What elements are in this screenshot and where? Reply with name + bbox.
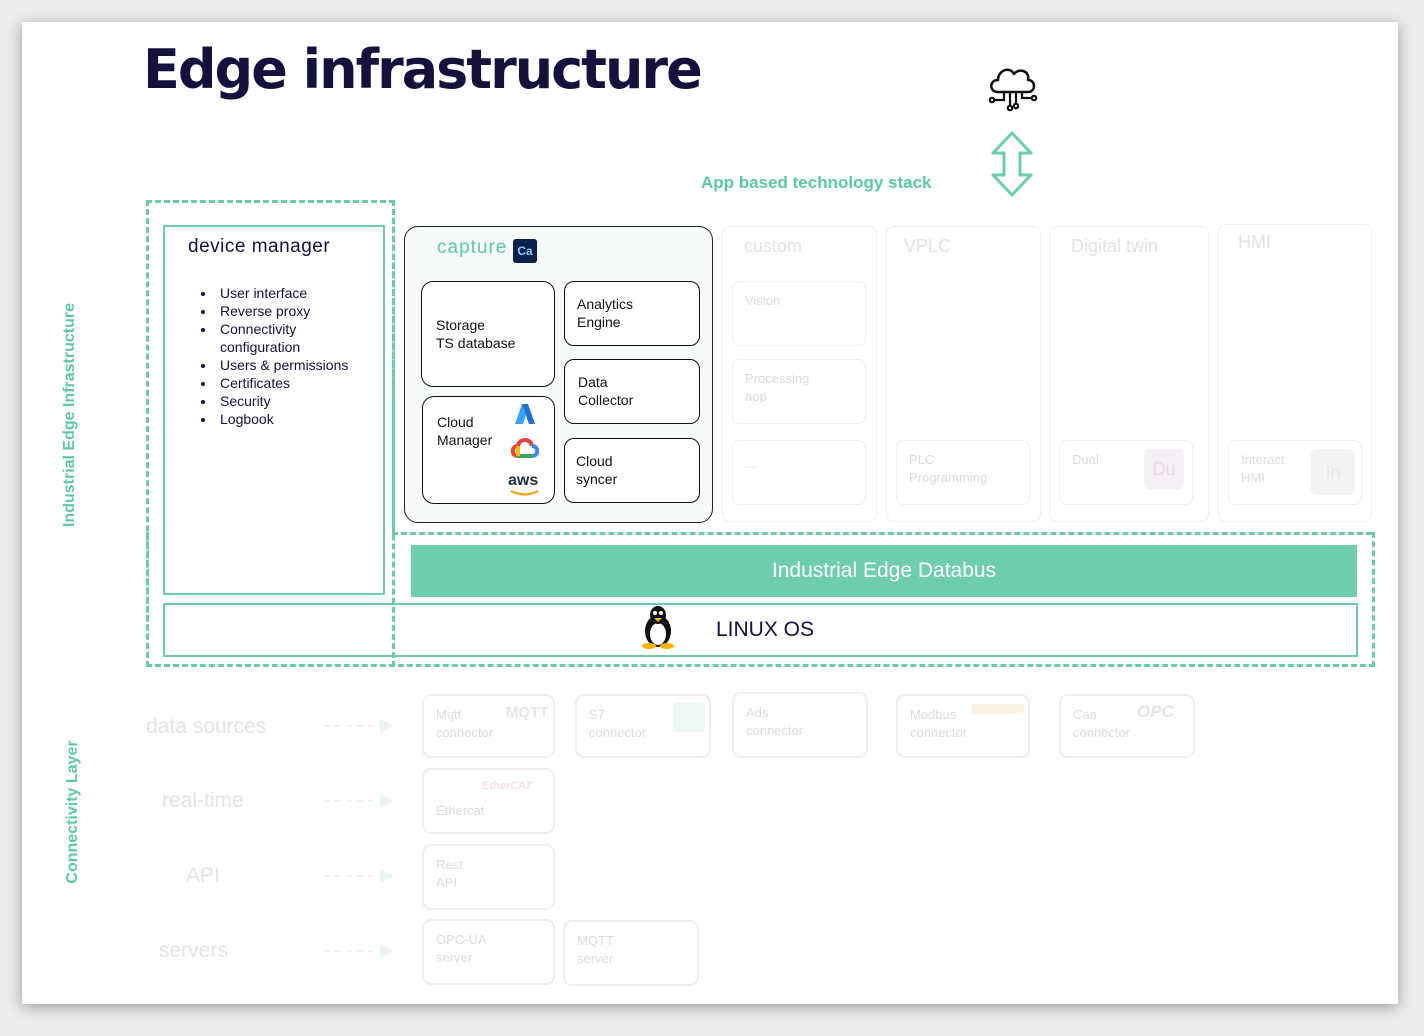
custom-panel — [722, 226, 877, 522]
mqtt-server-label: MQTT server — [577, 933, 614, 966]
mqtt-logo: MQTT — [506, 704, 549, 721]
aws-smile-icon — [510, 490, 539, 496]
modbus-connector-label: Modbus connector — [910, 707, 968, 740]
infrastructure-outline-mid — [392, 532, 1372, 535]
row-label-data-sources: data sources — [146, 715, 267, 738]
capture-title: capture — [437, 237, 508, 258]
interact-label: Interact HMI — [1241, 452, 1285, 485]
row-label-real-time: real-time — [162, 789, 244, 812]
digital-twin-panel — [1049, 226, 1209, 522]
vision-card: Vision — [732, 281, 866, 346]
plc-card: PLC Programming — [896, 440, 1030, 505]
s7-icon — [673, 702, 705, 732]
hmi-panel — [1218, 224, 1372, 522]
more-label: ... — [745, 456, 756, 471]
page-title: Edge infrastructure — [143, 38, 703, 101]
cloud-manager-label: Cloud Manager — [437, 414, 493, 448]
opcua-server-card: OPC-UA server — [422, 919, 555, 985]
mqtt-connector-label: Mqtt connector — [436, 707, 494, 740]
device-manager-title: device manager — [188, 236, 331, 257]
cloud-syncer-card: Cloud syncer — [564, 438, 700, 503]
vplc-panel — [886, 226, 1041, 522]
databus-bar: Industrial Edge Databus — [411, 545, 1357, 597]
s7-connector-card: S7 connector — [575, 694, 711, 758]
processing-card: Processing app — [732, 359, 866, 424]
device-manager-list: User interface Reverse proxy Connectivit… — [184, 284, 366, 428]
analytics-card: Analytics Engine — [564, 281, 700, 346]
can-connector-label: Can connector — [1073, 707, 1131, 740]
processing-label: Processing app — [745, 371, 810, 404]
azure-icon — [515, 404, 535, 424]
list-item: Security — [216, 392, 366, 410]
row-label-servers: servers — [159, 939, 228, 962]
infrastructure-outline-bottom — [146, 532, 1375, 667]
rest-api-label: Rest API — [436, 857, 463, 890]
ethercat-logo: EtherCAT — [482, 780, 532, 792]
device-manager-panel — [163, 225, 385, 595]
mqtt-connector-card: Mqtt connector MQTT — [422, 694, 555, 758]
cloud-network-icon — [988, 68, 1038, 112]
custom-title: custom — [744, 236, 803, 256]
cloud-syncer-label: Cloud syncer — [576, 453, 618, 487]
vplc-title: VPLC — [904, 236, 952, 256]
opcua-server-label: OPC-UA server — [436, 932, 487, 965]
ethercat-label: Ethercat — [436, 803, 485, 818]
more-card: ... — [732, 440, 866, 505]
cloud-manager-card: Cloud Manager aws — [422, 396, 555, 504]
infrastructure-outline-inner — [392, 200, 395, 535]
modbus-logo-icon — [972, 704, 1024, 714]
plc-label: PLC Programming — [909, 452, 988, 485]
stack-label: App based technology stack — [701, 173, 932, 192]
opc-logo: OPC — [1137, 702, 1174, 721]
digital-twin-title: Digital twin — [1071, 236, 1159, 256]
rest-api-card: Rest API — [422, 844, 555, 910]
aws-logo: aws — [508, 472, 539, 489]
connectivity-arrows — [324, 719, 394, 958]
storage-card: Storage TS database — [421, 281, 555, 387]
collector-card: Data Collector — [564, 359, 700, 424]
linux-label: LINUX OS — [716, 618, 815, 641]
modbus-connector-card: Modbus connector — [896, 694, 1030, 758]
infrastructure-side-label: Industrial Edge Infrastructure — [61, 302, 78, 528]
list-item: Connectivity configuration — [216, 320, 366, 356]
collector-label: Data Collector — [578, 374, 634, 408]
ads-connector-label: Ads connector — [746, 705, 804, 738]
hmi-title: HMI — [1238, 232, 1271, 252]
analytics-label: Analytics Engine — [577, 296, 634, 330]
mqtt-server-card: MQTT server — [563, 920, 699, 986]
list-item: Logbook — [216, 410, 366, 428]
vision-label: Vision — [745, 293, 781, 308]
ethercat-card: Ethercat EtherCAT — [422, 768, 555, 834]
linux-bar — [163, 603, 1358, 657]
storage-label: Storage TS database — [436, 317, 516, 351]
row-label-api: API — [186, 864, 220, 887]
list-item: User interface — [216, 284, 366, 302]
google-cloud-icon — [510, 438, 540, 458]
list-item: Reverse proxy — [216, 302, 366, 320]
s7-connector-label: S7 connector — [589, 707, 647, 740]
double-arrow-icon — [991, 131, 1033, 197]
list-item: Certificates — [216, 374, 366, 392]
ads-connector-card: Ads connector — [732, 692, 868, 758]
dual-card: Dual Du — [1059, 440, 1193, 505]
dual-label: Dual — [1072, 452, 1099, 467]
dual-badge: Du — [1144, 449, 1184, 489]
interact-badge: In — [1311, 449, 1355, 495]
capture-badge: Ca — [513, 239, 537, 263]
tux-penguin-icon — [642, 606, 674, 649]
connectivity-side-label: Connectivity Layer — [64, 740, 81, 884]
interact-card: Interact HMI In — [1228, 440, 1362, 505]
list-item: Users & permissions — [216, 356, 366, 374]
can-connector-card: Can connector OPC — [1059, 694, 1195, 758]
